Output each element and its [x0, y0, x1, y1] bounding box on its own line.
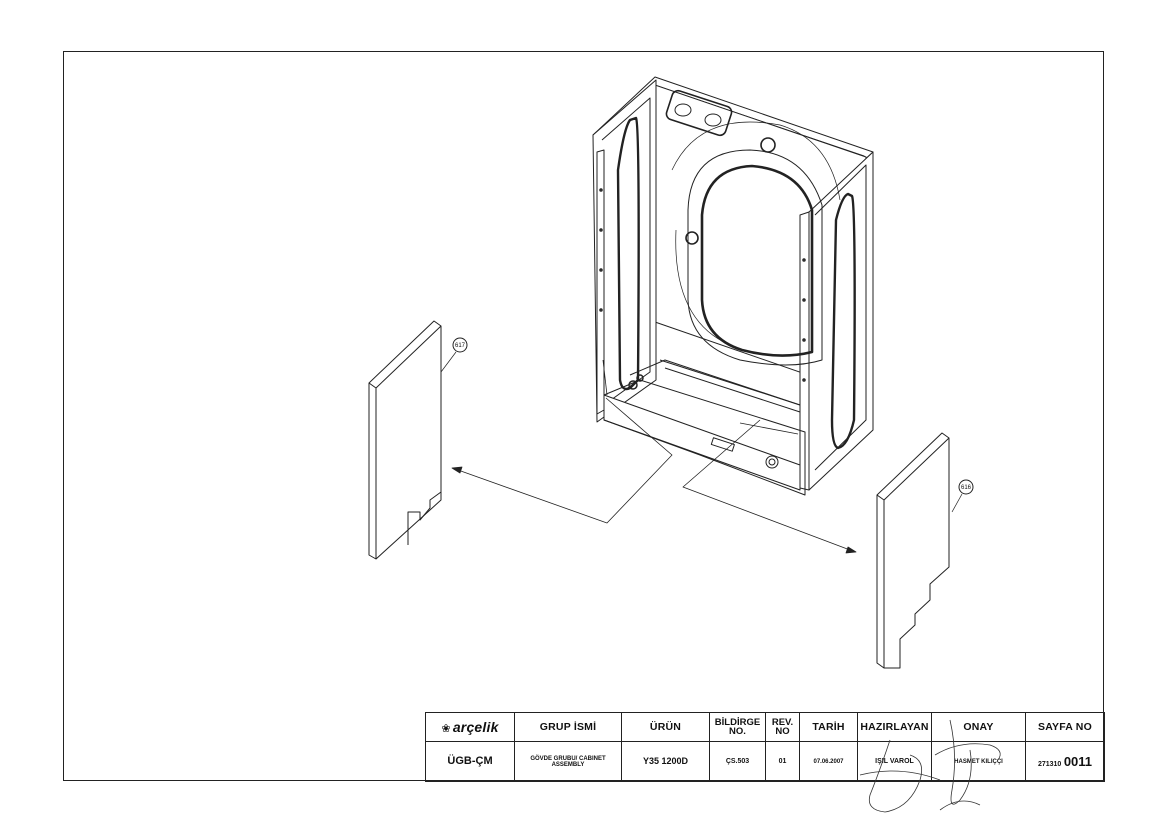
door-opening-flange: [671, 121, 841, 201]
header-prepared-by: HAZIRLAYAN: [857, 712, 932, 742]
front-base-panel: [603, 394, 801, 491]
explode-line-inner-right: [739, 422, 799, 435]
mount-hole-4: [685, 231, 699, 245]
value-prepared-by: IŞIL VAROL: [857, 741, 932, 782]
value-page-no: 271310 0011: [1025, 741, 1105, 782]
explode-line-inner-left: [602, 359, 608, 396]
cabinet-left-wall: [592, 79, 657, 423]
front-kick-plate: [603, 379, 806, 496]
mount-hole-1: [674, 103, 692, 117]
left-side-panel-617: [368, 320, 442, 560]
arrow-left: [451, 466, 463, 474]
callout-616-label: 616: [961, 485, 972, 491]
header-notice-no: BİLDİRGE NO.: [709, 712, 766, 742]
right-side-panel-616: [876, 432, 950, 669]
value-approval: HASMET KILIÇÇI: [931, 741, 1026, 782]
page-number: 0011: [1063, 754, 1093, 769]
explode-line-right: [682, 419, 851, 551]
base-screw-2: [636, 374, 644, 382]
arcelik-logo-icon: ❀: [441, 722, 451, 735]
value-product: Y35 1200D: [621, 741, 710, 782]
cabinet-right-wall-inner: [814, 164, 867, 471]
door-opening-inner: [700, 164, 814, 357]
value-unit: ÜGB-ÇM: [425, 741, 515, 782]
base-rail-back-2: [664, 367, 801, 413]
callout-617-label: 617: [455, 343, 466, 349]
drain-hole-inner: [768, 458, 776, 466]
arrow-right: [845, 546, 857, 554]
base-screw-1: [628, 380, 638, 390]
door-opening-outer: [687, 149, 823, 366]
drain-hole: [765, 455, 779, 469]
company-logo: ❀arçelik: [425, 712, 515, 742]
callout-617: [440, 337, 468, 373]
front-right-post: [799, 211, 810, 491]
header-approval: ONAY: [931, 712, 1026, 742]
page-prefix: 271310: [1037, 761, 1062, 768]
service-slot: [710, 437, 735, 452]
header-date: TARİH: [799, 712, 858, 742]
base-rail-mid: [629, 359, 801, 406]
right-wall-rib: [830, 192, 856, 450]
explode-line-left: [457, 397, 673, 524]
mount-bracket: [665, 89, 733, 137]
callout-616: [951, 479, 974, 513]
title-block: ❀arçelik GRUP İSMİ ÜRÜN BİLDİRGE NO. REV…: [425, 712, 1105, 782]
value-date: 07.06.2007: [799, 741, 858, 782]
value-group-name: GÖVDE GRUBU/ CABINET ASSEMBLY: [514, 741, 622, 782]
header-product: ÜRÜN: [621, 712, 710, 742]
value-notice-no: ÇS.503: [709, 741, 766, 782]
side-bolts: [599, 188, 806, 382]
logo-text: arçelik: [452, 718, 499, 735]
mount-hole-2: [704, 113, 722, 127]
header-page-no: SAYFA NO: [1025, 712, 1105, 742]
mount-hole-3: [760, 137, 776, 153]
header-group-name: GRUP İSMİ: [514, 712, 622, 742]
value-rev-no: 01: [765, 741, 800, 782]
left-wall-rib: [616, 116, 640, 391]
door-opening-flange-lower: [675, 229, 731, 346]
header-rev-no: REV. NO: [765, 712, 800, 742]
cabinet-assembly: [592, 76, 874, 496]
explode-lines: [451, 359, 857, 554]
